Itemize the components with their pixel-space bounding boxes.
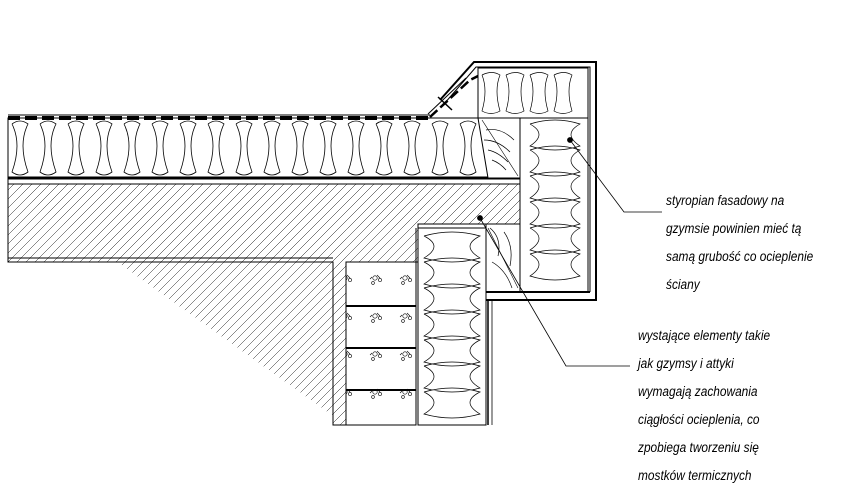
annotation-line: wymagają zachowania [638,384,758,399]
annotation-line: wystające elementy takie [638,328,771,343]
masonry-wall [345,261,417,426]
annotation-line: mostków termicznych [638,468,752,483]
annotation-line: ściany [666,277,700,292]
annotation-line: samą grubość co ocieplenie [666,249,814,264]
annotation-line: gzymsie powinien mieć tą [666,221,802,236]
wall-facade-insulation [417,227,487,426]
thermal-bridge-annotation: wystające elementy takie jak gzymsy i at… [638,315,827,497]
facade-styrofoam-annotation: styropian fasadowy na gzymsie powinien m… [666,180,865,306]
leader-line-2 [479,217,630,367]
leader-line-1 [569,139,662,213]
roof-insulation-pattern [11,120,477,176]
annotation-line: styropian fasadowy na [666,193,785,208]
roof-insulation-layer [7,117,529,179]
annotation-line: ciągłości ocieplenia, co [638,412,760,427]
annotation-line: jak gzymsy i attyki [638,356,734,371]
annotation-line: zpobiega tworzeniu się [638,440,759,455]
